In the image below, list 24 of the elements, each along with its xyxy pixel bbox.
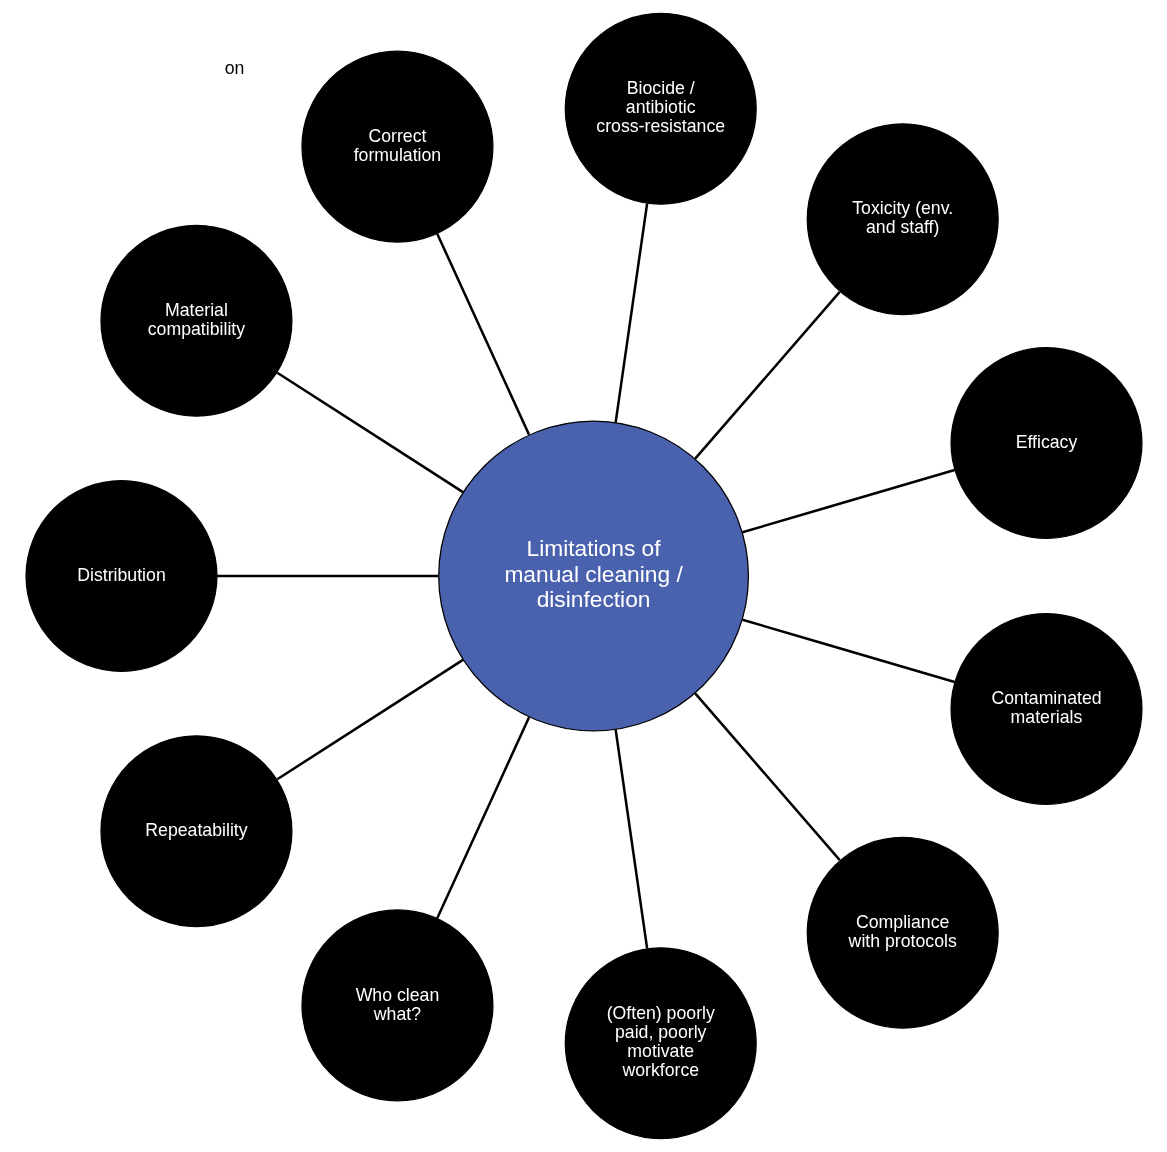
connector [435,233,530,436]
connector [693,291,841,460]
connector [613,729,648,949]
connector [741,468,955,534]
node-circle: Material compatibility [99,224,292,417]
node-circle: (Often) poorly paid, poorly motivate workforce [564,947,757,1140]
node-circle: Biocide / antibiotic cross-resistance [564,12,757,205]
connector [216,574,439,578]
node-circle: Toxicity (env. and staff) [806,123,999,316]
node-circle: Repeatability [99,735,292,928]
connector [276,371,464,494]
node-circle: Distribution [24,479,218,673]
connector [741,618,955,684]
node-circle: Correct formulation [300,50,494,243]
connector [435,716,530,919]
label: on [224,57,244,78]
connector [693,692,841,861]
connector [276,658,464,781]
node-circle: Limitations of manual cleaning / disinfection [437,420,749,732]
node-circle: Compliance with protocols [806,836,999,1029]
node-circle: Who clean what? [300,909,494,1102]
node-circle: Efficacy [949,346,1143,540]
node-circle: Contaminated materials [949,612,1143,806]
connector [613,203,648,423]
